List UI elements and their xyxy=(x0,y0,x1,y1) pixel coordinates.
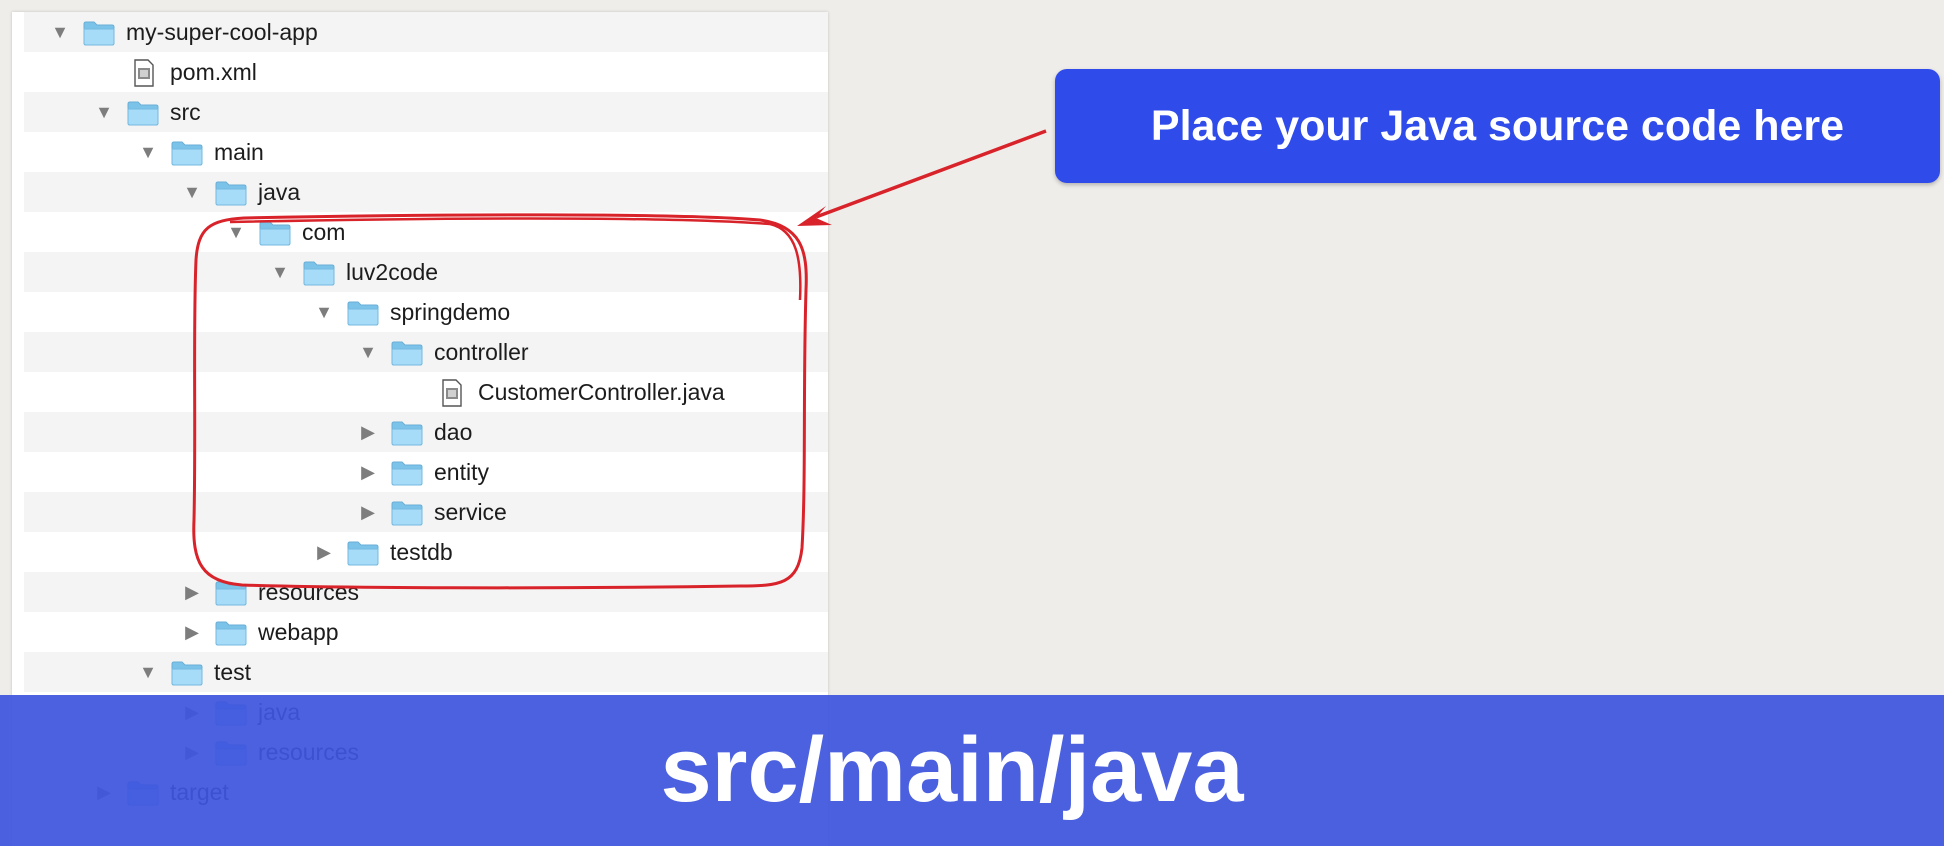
expanded-disclosure-icon[interactable]: ▼ xyxy=(139,142,157,162)
callout-text: Place your Java source code here xyxy=(1150,101,1845,150)
folder-icon xyxy=(82,19,116,47)
tree-item-label: luv2code xyxy=(346,259,439,285)
collapsed-disclosure-icon[interactable]: ▶ xyxy=(185,582,199,602)
tree-row-test[interactable]: ▼ test xyxy=(24,652,828,692)
folder-icon xyxy=(302,259,336,287)
folder-icon xyxy=(214,179,248,207)
expanded-disclosure-icon[interactable]: ▼ xyxy=(271,262,289,282)
collapsed-disclosure-icon[interactable]: ▶ xyxy=(317,542,331,562)
collapsed-disclosure-icon[interactable]: ▶ xyxy=(361,422,375,442)
folder-icon xyxy=(170,139,204,167)
tree-row-src[interactable]: ▼ src xyxy=(24,92,828,132)
tree-row-pom-xml[interactable]: pom.xml xyxy=(24,52,828,92)
tree-item-label: java xyxy=(258,179,301,205)
folder-icon xyxy=(214,619,248,647)
banner-text: src/main/java xyxy=(660,719,1244,821)
tree-row-webapp[interactable]: ▶ webapp xyxy=(24,612,828,652)
tree-row-testdb[interactable]: ▶ testdb xyxy=(24,532,828,572)
folder-icon xyxy=(390,419,424,447)
tree-item-label: src xyxy=(170,99,201,125)
expanded-disclosure-icon[interactable]: ▼ xyxy=(227,222,245,242)
tree-row-main[interactable]: ▼ main xyxy=(24,132,828,172)
callout-box: Place your Java source code here xyxy=(1055,69,1940,183)
tree-row-my-super-cool-app[interactable]: ▼ my-super-cool-app xyxy=(24,12,828,52)
title-banner: src/main/java xyxy=(0,695,1944,846)
tree-row-controller[interactable]: ▼ controller xyxy=(24,332,828,372)
tree-item-label: entity xyxy=(434,459,489,485)
tree-row-dao[interactable]: ▶ dao xyxy=(24,412,828,452)
folder-icon xyxy=(390,339,424,367)
tree-row-luv2code[interactable]: ▼ luv2code xyxy=(24,252,828,292)
arrow-line xyxy=(815,129,1047,219)
tree-item-label: CustomerController.java xyxy=(478,379,725,405)
folder-icon xyxy=(170,659,204,687)
folder-icon xyxy=(214,579,248,607)
expanded-disclosure-icon[interactable]: ▼ xyxy=(183,182,201,202)
folder-icon xyxy=(126,99,160,127)
tree-item-label: controller xyxy=(434,339,529,365)
collapsed-disclosure-icon[interactable]: ▶ xyxy=(185,622,199,642)
tree-item-label: testdb xyxy=(390,539,453,565)
tree-item-label: dao xyxy=(434,419,473,445)
expanded-disclosure-icon[interactable]: ▼ xyxy=(51,22,69,42)
tree-row-springdemo[interactable]: ▼ springdemo xyxy=(24,292,828,332)
file-icon xyxy=(126,59,160,87)
tree-item-label: com xyxy=(302,219,346,245)
tree-item-label: webapp xyxy=(258,619,339,645)
tree-item-label: service xyxy=(434,499,507,525)
expanded-disclosure-icon[interactable]: ▼ xyxy=(359,342,377,362)
collapsed-disclosure-icon[interactable]: ▶ xyxy=(361,502,375,522)
folder-icon xyxy=(346,299,380,327)
expanded-disclosure-icon[interactable]: ▼ xyxy=(139,662,157,682)
tree-row-entity[interactable]: ▶ entity xyxy=(24,452,828,492)
tree-item-label: resources xyxy=(258,579,359,605)
tree-item-label: my-super-cool-app xyxy=(126,19,318,45)
folder-icon xyxy=(346,539,380,567)
tree-item-label: test xyxy=(214,659,252,685)
tree-row-java[interactable]: ▼ java xyxy=(24,172,828,212)
tree-item-label: pom.xml xyxy=(170,59,257,85)
tree-row-com[interactable]: ▼ com xyxy=(24,212,828,252)
expanded-disclosure-icon[interactable]: ▼ xyxy=(315,302,333,322)
tree-row-resources[interactable]: ▶ resources xyxy=(24,572,828,612)
expanded-disclosure-icon[interactable]: ▼ xyxy=(95,102,113,122)
folder-icon xyxy=(258,219,292,247)
tree-row-service[interactable]: ▶ service xyxy=(24,492,828,532)
file-icon xyxy=(434,379,468,407)
folder-icon xyxy=(390,499,424,527)
folder-icon xyxy=(390,459,424,487)
collapsed-disclosure-icon[interactable]: ▶ xyxy=(361,462,375,482)
tree-item-label: springdemo xyxy=(390,299,511,325)
tree-row-customercontroller-java[interactable]: CustomerController.java xyxy=(24,372,828,412)
tree-item-label: main xyxy=(214,139,264,165)
